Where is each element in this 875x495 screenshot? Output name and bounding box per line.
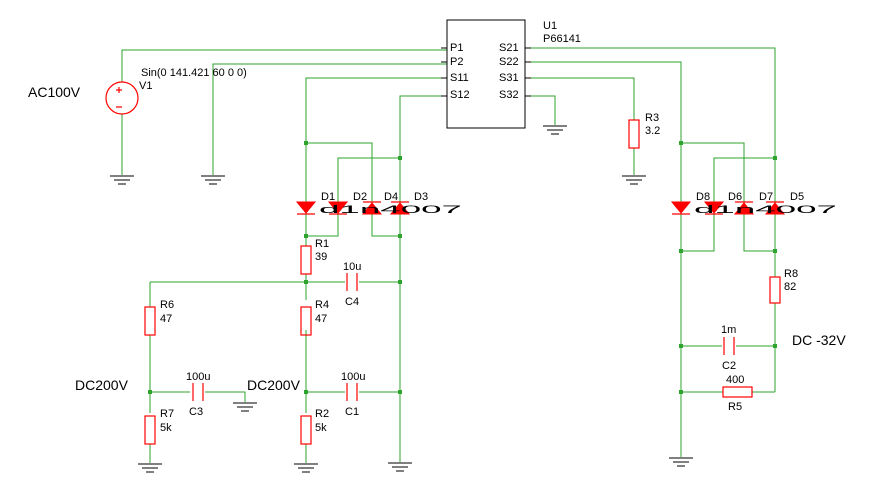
transformer-u1[interactable]: U1 P66141 P1 P2 S11 S12 S21 S22 S31 S32 xyxy=(441,19,581,129)
capacitor-c2[interactable]: 1m C2 xyxy=(721,324,736,372)
c2-value-label: 1m xyxy=(721,324,736,336)
c1-ref-label: C1 xyxy=(345,406,359,418)
ground-symbols xyxy=(110,125,693,473)
left-diode-model-label: d1n4007 xyxy=(319,204,462,216)
resistor-r8[interactable]: R8 82 xyxy=(769,268,798,304)
pin-s31-label: S31 xyxy=(499,72,519,84)
resistor-r1[interactable]: R1 39 xyxy=(300,238,329,275)
ground-icon xyxy=(669,457,693,467)
pin-p2-label: P2 xyxy=(450,56,463,68)
diode-d3[interactable]: D3 xyxy=(389,191,428,215)
pin-s21-label: S21 xyxy=(499,42,519,54)
junction-dots xyxy=(148,141,777,394)
ground-icon xyxy=(543,125,567,135)
diode-d5[interactable]: D5 xyxy=(764,191,804,215)
d3-ref-label: D3 xyxy=(414,191,428,203)
c1-value-label: 100u xyxy=(341,371,365,383)
ground-icon xyxy=(294,463,318,473)
capacitor-c1[interactable]: 100u C1 xyxy=(341,371,365,418)
r2-ref-label: R2 xyxy=(315,408,329,420)
c3-ref-label: C3 xyxy=(189,406,203,418)
ground-icon xyxy=(388,462,412,472)
v1-ref-label: V1 xyxy=(139,80,152,92)
resistor-r2[interactable]: R2 5k xyxy=(300,408,329,445)
r3-value-label: 3.2 xyxy=(645,125,660,137)
dc200v-mid-label: DC200V xyxy=(247,377,301,393)
pin-p1-label: P1 xyxy=(450,42,463,54)
r5-ref-label: R5 xyxy=(728,401,742,413)
pin-s22-label: S22 xyxy=(499,56,519,68)
d1-ref-label: D1 xyxy=(321,191,335,203)
c3-value-label: 100u xyxy=(186,371,210,383)
d2-ref-label: D2 xyxy=(353,191,367,203)
r5-value-label: 400 xyxy=(726,374,744,386)
ac100v-label: AC100V xyxy=(28,84,81,100)
resistor-r6[interactable]: R6 47 xyxy=(144,299,174,336)
r4-ref-label: R4 xyxy=(315,299,329,311)
r6-value-label: 47 xyxy=(160,313,172,325)
r4-value-label: 47 xyxy=(315,313,327,325)
ground-icon xyxy=(110,175,134,185)
c4-value-label: 10u xyxy=(343,261,361,273)
ground-icon xyxy=(138,463,162,473)
diode-d6[interactable]: D6 xyxy=(703,191,742,215)
pin-s12-label: S12 xyxy=(450,89,470,101)
resistor-r5[interactable]: 400 R5 xyxy=(722,374,753,413)
diode-d2[interactable]: D2 xyxy=(327,191,367,215)
voltage-source-v1[interactable]: AC100V V1 Sin(0 141.421 60 0 0) xyxy=(28,67,247,115)
ground-icon xyxy=(201,175,225,185)
c4-ref-label: C4 xyxy=(345,296,359,308)
capacitor-c4[interactable]: 10u C4 xyxy=(343,261,361,308)
r2-value-label: 5k xyxy=(315,422,327,434)
diode-d4[interactable]: D4 xyxy=(361,191,398,215)
diode-d1[interactable]: D1 xyxy=(295,191,335,215)
resistor-r4[interactable]: R4 47 xyxy=(300,299,329,336)
d8-ref-label: D8 xyxy=(696,191,710,203)
r1-ref-label: R1 xyxy=(315,238,329,250)
ground-icon xyxy=(622,175,646,185)
u1-part-label: P66141 xyxy=(543,33,581,45)
diode-d8[interactable]: D8 xyxy=(670,191,710,215)
diode-d7[interactable]: D7 xyxy=(733,191,773,215)
c2-ref-label: C2 xyxy=(722,360,736,372)
r8-ref-label: R8 xyxy=(784,268,798,280)
u1-ref-label: U1 xyxy=(543,20,557,32)
ground-icon xyxy=(233,402,257,412)
r8-value-label: 82 xyxy=(784,281,796,293)
right-diode-model-label: d1n4007 xyxy=(694,204,837,216)
r1-value-label: 39 xyxy=(315,251,327,263)
r3-ref-label: R3 xyxy=(645,112,659,124)
d5-ref-label: D5 xyxy=(790,191,804,203)
dc200v-left-label: DC200V xyxy=(75,377,129,393)
r7-value-label: 5k xyxy=(160,422,172,434)
pin-s11-label: S11 xyxy=(450,72,469,84)
d4-ref-label: D4 xyxy=(384,191,398,203)
dc-neg32v-label: DC -32V xyxy=(792,332,846,348)
r7-ref-label: R7 xyxy=(160,408,174,420)
r6-ref-label: R6 xyxy=(160,299,174,311)
v1-value-label: Sin(0 141.421 60 0 0) xyxy=(141,67,247,79)
capacitor-c3[interactable]: 100u C3 xyxy=(186,371,210,418)
pin-s32-label: S32 xyxy=(499,89,519,101)
wires xyxy=(121,47,776,463)
d7-ref-label: D7 xyxy=(759,191,773,203)
resistor-r7[interactable]: R7 5k xyxy=(144,408,174,445)
d6-ref-label: D6 xyxy=(728,191,742,203)
resistor-r3[interactable]: R3 3.2 xyxy=(628,112,660,149)
